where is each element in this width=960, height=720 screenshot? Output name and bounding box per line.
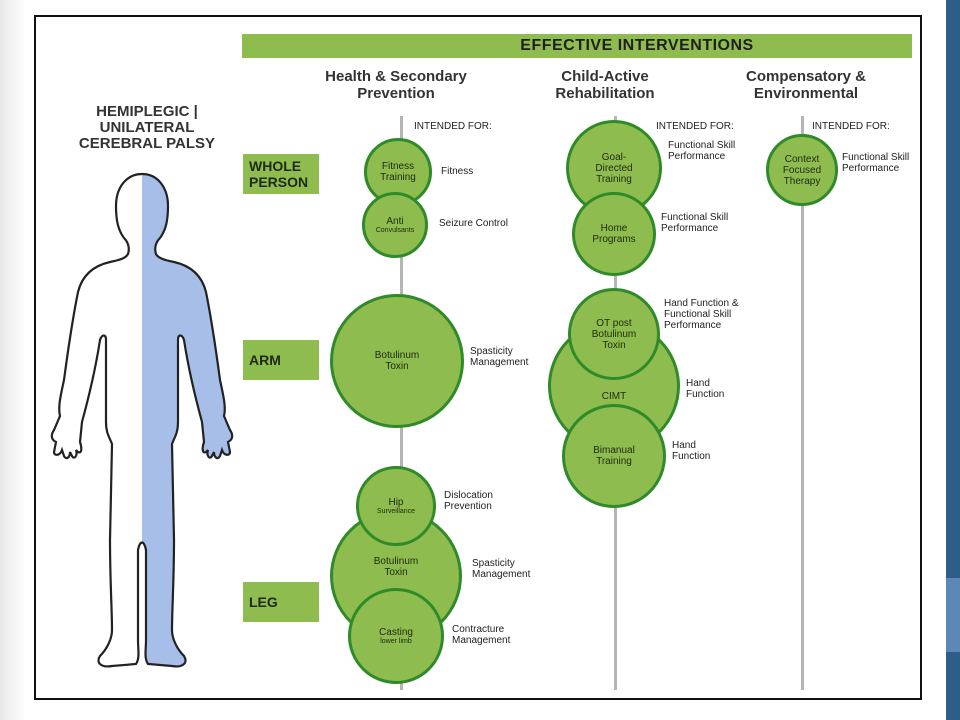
column-heading-child-active: Child-Active Rehabilitation — [555, 68, 655, 102]
circle-hip-surveillance: Hip Surveillance — [356, 466, 436, 546]
child-body-figure — [50, 172, 234, 668]
desc-bimanual: Hand Function — [672, 440, 711, 462]
circle-bimanual-label: Bimanual Training — [593, 445, 635, 467]
circle-hip-sublabel: Surveillance — [376, 507, 416, 515]
circle-anticonvulsants-sublabel: Convulsants — [375, 226, 415, 234]
desc-anticonvulsants: Seizure Control — [439, 218, 508, 229]
circle-fitness-training-label: Fitness Training — [380, 161, 416, 183]
desc-context-focused: Functional Skill Performance — [842, 152, 910, 174]
desc-casting: Contracture Management — [452, 624, 511, 646]
circle-context-focused-label: Context Focused Therapy — [782, 153, 822, 187]
desc-ot-post-botox: Hand Function & Functional Skill Perform… — [664, 298, 739, 331]
desc-fitness: Fitness — [441, 166, 474, 177]
desc-hip: Dislocation Prevention — [444, 490, 493, 512]
column-line-compensatory — [801, 116, 804, 690]
row-tag-arm: ARM — [243, 340, 319, 380]
header-bar: EFFECTIVE INTERVENTIONS — [242, 34, 912, 58]
desc-botox-leg: Spasticity Management — [472, 558, 531, 580]
circle-botox-leg-label: Botulinum Toxin — [373, 556, 419, 578]
circle-bimanual-training: Bimanual Training — [562, 404, 666, 508]
column-heading-health: Health & Secondary Prevention — [325, 68, 467, 102]
desc-cimt: Hand Function — [686, 378, 725, 400]
header-title: EFFECTIVE INTERVENTIONS — [520, 37, 754, 54]
circle-cimt-label: CIMT — [601, 390, 627, 402]
desc-botox-arm: Spasticity Management — [470, 346, 529, 368]
circle-anticonvulsants: Anti Convulsants — [362, 192, 428, 258]
row-tag-leg: LEG — [243, 582, 319, 622]
circle-ot-post-botox: OT post Botulinum Toxin — [568, 288, 660, 380]
row-tag-whole-person: WHOLE PERSON — [243, 154, 319, 194]
row-tag-leg-label: LEG — [249, 594, 278, 610]
circle-botox-arm: Botulinum Toxin — [330, 294, 464, 428]
circle-botox-arm-label: Botulinum Toxin — [374, 350, 420, 372]
circle-casting-sublabel: lower limb — [380, 637, 412, 645]
slide-right-accent-block — [946, 578, 960, 652]
circle-ot-post-botox-label: OT post Botulinum Toxin — [591, 317, 637, 351]
circle-casting-label: Casting — [379, 626, 413, 638]
column-heading-compensatory: Compensatory & Environmental — [745, 68, 867, 102]
circle-hip-label: Hip — [388, 496, 404, 508]
row-tag-arm-label: ARM — [249, 352, 281, 368]
intended-for-label-compensatory: INTENDED FOR: — [812, 121, 890, 132]
diagram-frame — [34, 15, 922, 700]
circle-anticonvulsants-label: Anti — [386, 215, 404, 227]
intended-for-label-health: INTENDED FOR: — [414, 121, 492, 132]
diagram-title: HEMIPLEGIC | UNILATERAL CEREBRAL PALSY — [78, 103, 216, 152]
intended-for-label-child-active: INTENDED FOR: — [656, 121, 734, 132]
circle-goal-directed-label: Goal-Directed Training — [595, 151, 633, 185]
circle-context-focused-therapy: Context Focused Therapy — [766, 134, 838, 206]
row-tag-whole-person-label: WHOLE PERSON — [249, 158, 309, 190]
desc-home-programs: Functional Skill Performance — [661, 212, 729, 234]
desc-goal-directed: Functional Skill Performance — [668, 140, 736, 162]
circle-home-programs-label: Home Programs — [592, 223, 636, 245]
circle-home-programs: Home Programs — [572, 192, 656, 276]
slide-right-accent-bar — [946, 0, 960, 720]
slide-left-gradient — [0, 0, 26, 720]
circle-casting: Casting lower limb — [348, 588, 444, 684]
